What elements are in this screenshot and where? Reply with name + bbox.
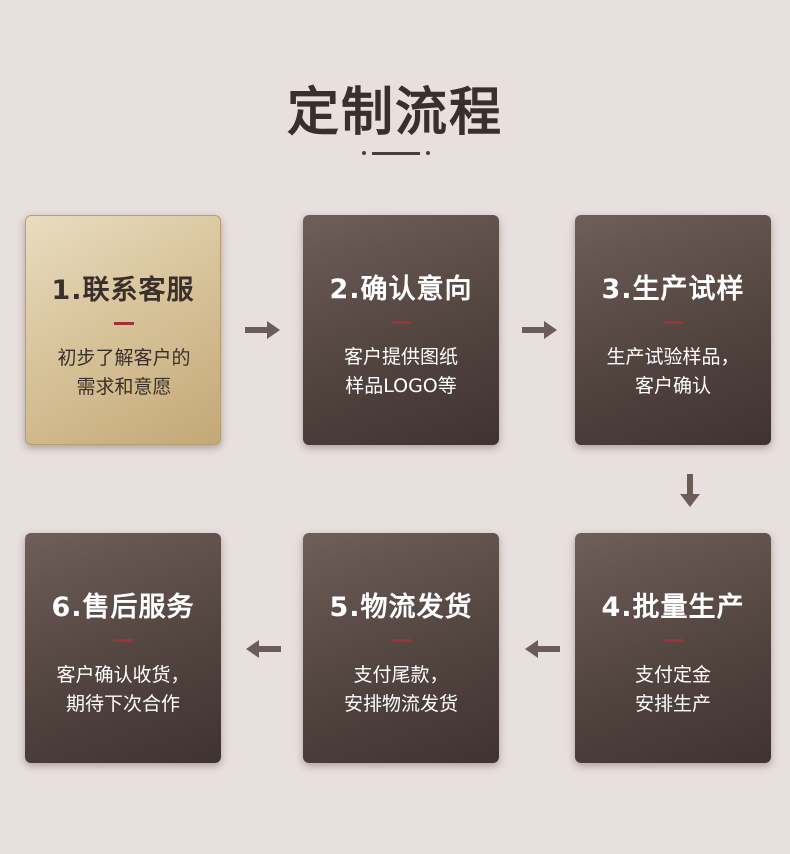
page-title: 定制流程 bbox=[286, 83, 503, 143]
arrow-left-icon bbox=[245, 639, 281, 659]
step-title: 2.确认意向 bbox=[329, 274, 473, 305]
step-title: 3.生产试样 bbox=[601, 274, 745, 305]
step-card-2: 2.确认意向 客户提供图纸 样品LOGO等 bbox=[303, 215, 499, 445]
step-title: 4.批量生产 bbox=[601, 592, 745, 623]
step-title: 1.联系客服 bbox=[51, 275, 195, 306]
title-divider bbox=[362, 150, 430, 156]
step-divider bbox=[663, 639, 683, 642]
step-card-5: 5.物流发货 支付尾款， 安排物流发货 bbox=[303, 533, 499, 763]
step-divider bbox=[391, 639, 411, 642]
step-description: 支付尾款， 安排物流发货 bbox=[343, 664, 458, 715]
step-card-6: 6.售后服务 客户确认收货， 期待下次合作 bbox=[25, 533, 221, 763]
step-card-4: 4.批量生产 支付定金 安排生产 bbox=[575, 533, 771, 763]
step-title: 5.物流发货 bbox=[329, 592, 473, 623]
step-divider bbox=[113, 639, 133, 642]
step-card-1: 1.联系客服 初步了解客户的 需求和意愿 bbox=[25, 215, 221, 445]
arrow-right-icon bbox=[245, 320, 281, 340]
step-divider bbox=[114, 322, 134, 325]
step-title: 6.售后服务 bbox=[51, 592, 195, 623]
step-description: 客户提供图纸 样品LOGO等 bbox=[343, 346, 458, 397]
arrow-down-icon bbox=[679, 474, 701, 508]
step-divider bbox=[663, 321, 683, 324]
step-description: 客户确认收货， 期待下次合作 bbox=[56, 664, 190, 715]
step-description: 生产试验样品， 客户确认 bbox=[606, 346, 740, 397]
step-divider bbox=[391, 321, 411, 324]
arrow-left-icon bbox=[524, 639, 560, 659]
arrow-right-icon bbox=[522, 320, 558, 340]
step-description: 支付定金 安排生产 bbox=[634, 664, 711, 715]
step-description: 初步了解客户的 需求和意愿 bbox=[57, 347, 191, 398]
step-card-3: 3.生产试样 生产试验样品， 客户确认 bbox=[575, 215, 771, 445]
